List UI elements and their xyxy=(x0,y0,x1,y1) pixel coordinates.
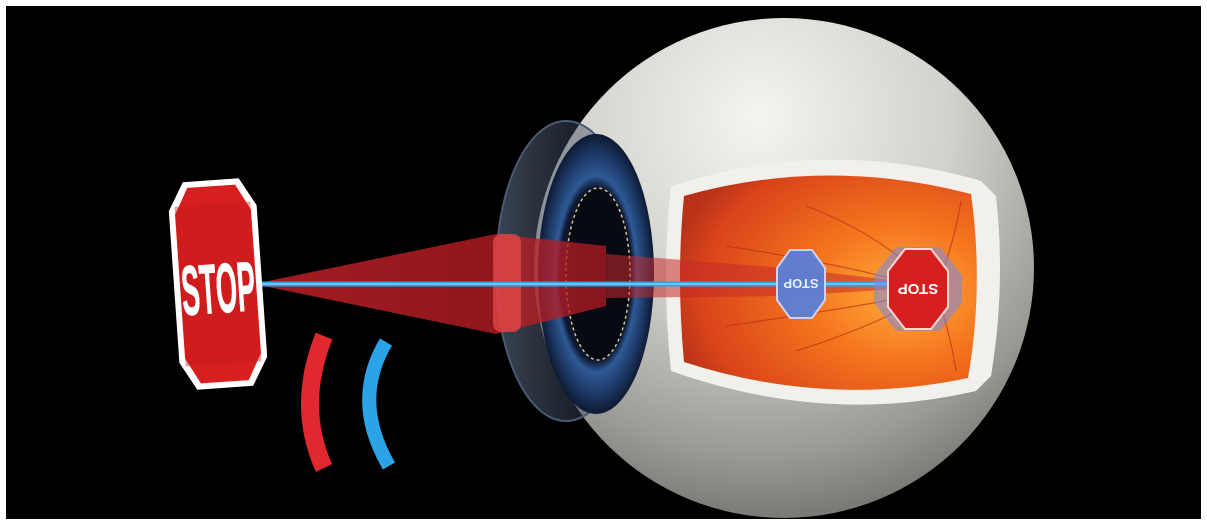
red-stop-label: STOP xyxy=(898,280,939,297)
blue-wave-arc xyxy=(369,342,389,466)
red-image-stop-sign: STOP xyxy=(874,247,962,331)
illustration-frame: STOP STOP STOP xyxy=(6,6,1201,519)
stop-sign: STOP xyxy=(167,177,269,391)
blue-stop-label: STOP xyxy=(783,276,818,291)
eye-illustration: STOP STOP STOP xyxy=(6,6,1201,519)
stop-sign-text: STOP xyxy=(179,248,258,331)
red-wave-arc xyxy=(310,336,324,468)
blue-image-stop-sign: STOP xyxy=(777,250,825,318)
